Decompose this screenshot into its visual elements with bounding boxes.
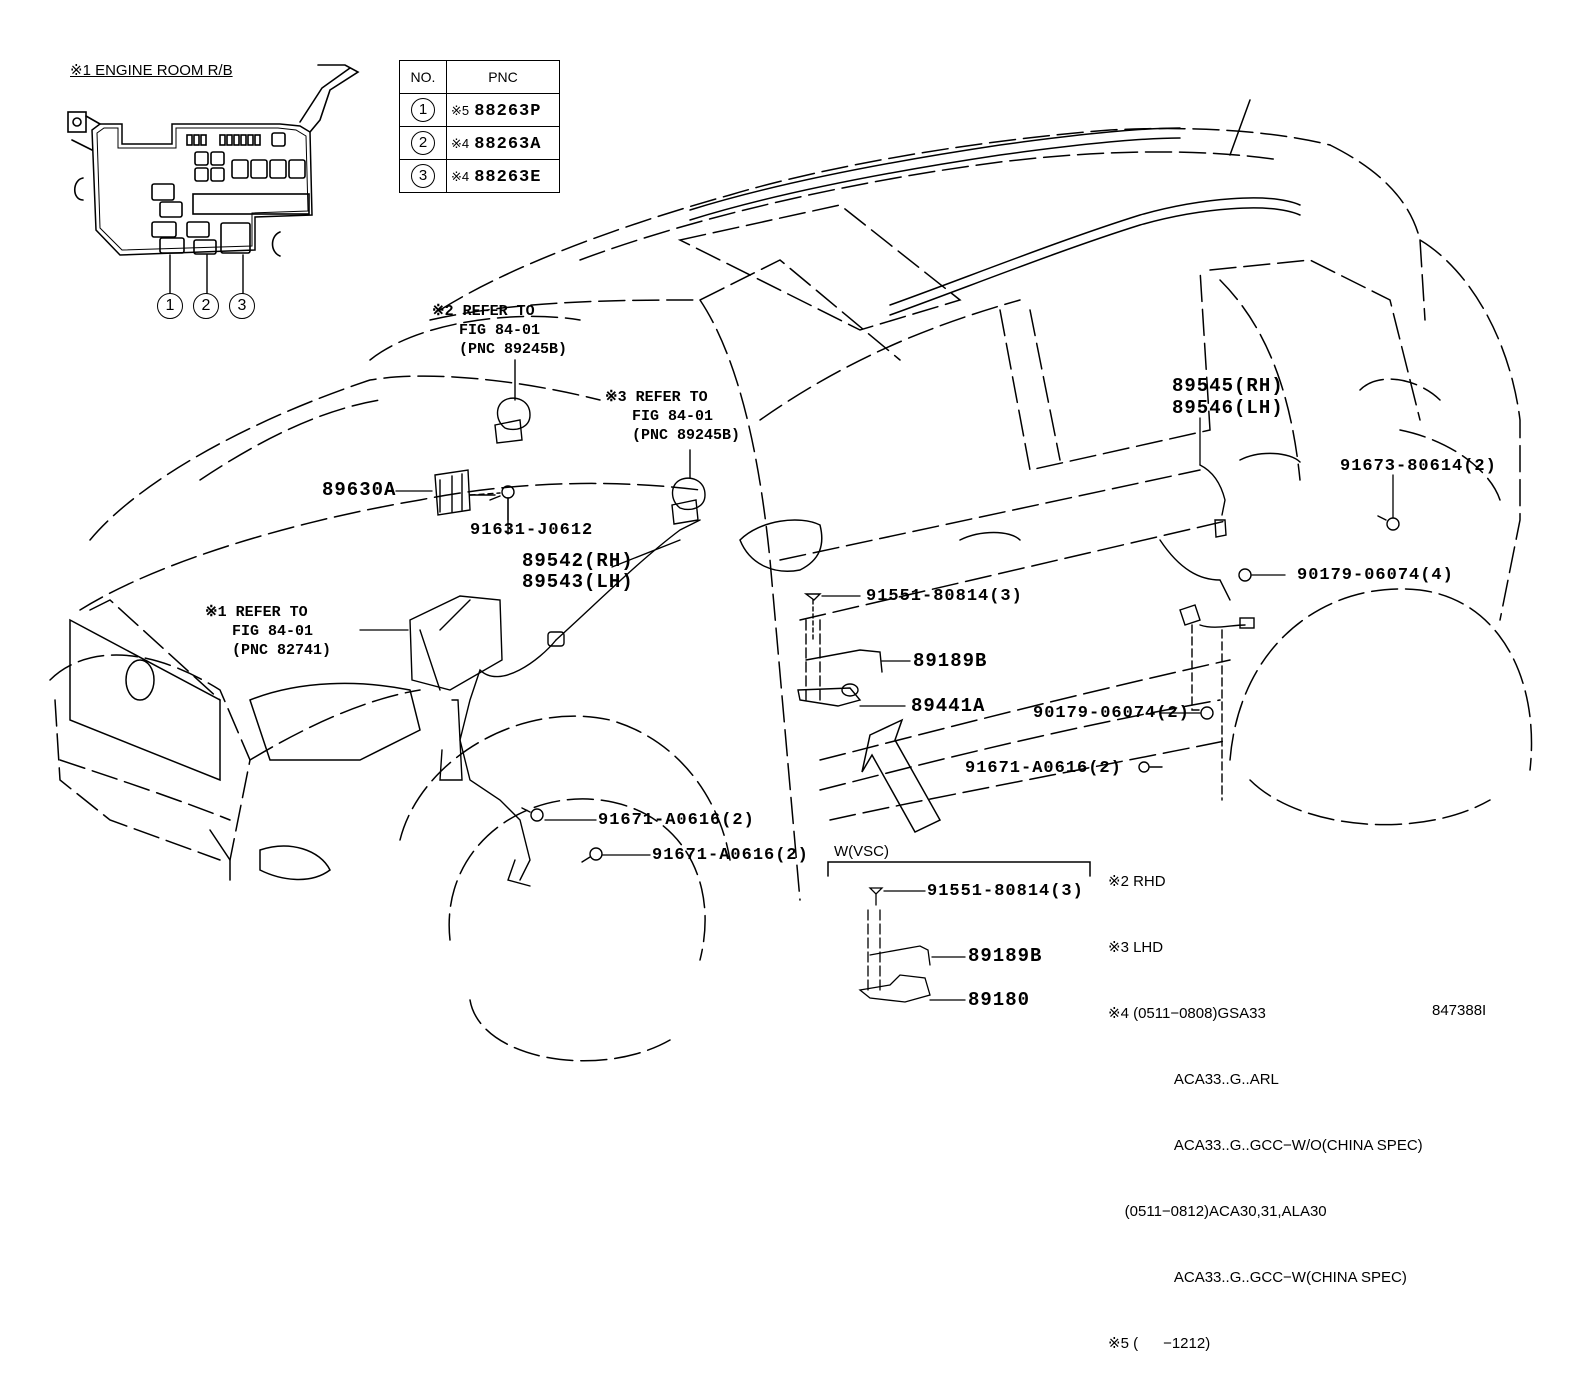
footnote-line: ※2 RHD [1108, 873, 1166, 890]
part-91673-80614[interactable]: 91673-80614(2) [1340, 457, 1497, 476]
vsc-inset-title: W(VSC) [834, 843, 889, 860]
vsc-part-89189B[interactable]: 89189B [968, 945, 1043, 967]
row-pnc[interactable]: 88263E [474, 167, 542, 187]
footnotes: ※2 RHD ※3 LHD ※4 (0511−0808)GSA33 ACA33.… [1108, 827, 1423, 1377]
callout-3: 3 [229, 293, 255, 319]
part-90179-06074-4[interactable]: 90179-06074(4) [1297, 566, 1454, 585]
footnote-line: (0511−0812)ACA30,31,ALA30 [1108, 1203, 1327, 1220]
part-89189B[interactable]: 89189B [913, 650, 988, 672]
footnote-line: ※3 LHD [1108, 939, 1164, 956]
components [409, 359, 1400, 887]
engine-room-rb-title: ※1 ENGINE ROOM R/B [70, 62, 233, 79]
callout-2: 2 [193, 293, 219, 319]
figure-id: 847388I [1432, 1002, 1487, 1019]
vsc-part-89180[interactable]: 89180 [968, 989, 1031, 1011]
part-91631-J0612[interactable]: 91631-J0612 [470, 521, 594, 540]
row-mark: ※4 [451, 168, 470, 184]
part-91671-A0616-front-b[interactable]: 91671-A0616(2) [652, 846, 809, 865]
row-mark: ※5 [451, 102, 470, 118]
row-number: 3 [411, 164, 435, 188]
row-number: 1 [411, 98, 435, 122]
part-91671-A0616-rear[interactable]: 91671-A0616(2) [965, 759, 1122, 778]
footnote-line: ACA33..G..GCC−W/O(CHINA SPEC) [1108, 1137, 1423, 1154]
part-89542-rh[interactable]: 89542(RH) [522, 550, 634, 572]
part-90179-06074-2[interactable]: 90179-06074(2) [1033, 704, 1190, 723]
footnote-line: ACA33..G..GCC−W(CHINA SPEC) [1108, 1269, 1407, 1286]
row-number: 2 [411, 131, 435, 155]
reference-note-1: ※1 REFER TO FIG 84-01 (PNC 82741) [205, 604, 332, 659]
pnc-table: NO. PNC 1 ※5 88263P 2 ※4 88263A 3 ※4 882… [399, 60, 560, 193]
vsc-part-91551-80814[interactable]: 91551-80814(3) [927, 882, 1084, 901]
footnote-line: ACA33..G..ARL [1108, 1071, 1279, 1088]
pnc-table-header: NO. PNC [399, 60, 560, 94]
part-89630A[interactable]: 89630A [322, 479, 397, 501]
vehicle-body [49, 99, 1533, 1062]
callout-1: 1 [157, 293, 183, 319]
part-89441A[interactable]: 89441A [911, 695, 986, 717]
vehicle-line-drawing [49, 64, 1533, 1062]
leader-lines [359, 417, 1394, 1003]
part-89546-lh[interactable]: 89546(LH) [1172, 397, 1284, 419]
footnote-line: ※4 (0511−0808)GSA33 [1108, 1005, 1266, 1022]
part-91551-80814[interactable]: 91551-80814(3) [866, 587, 1023, 606]
row-pnc[interactable]: 88263A [474, 134, 542, 154]
row-pnc[interactable]: 88263P [474, 101, 542, 121]
table-row: 3 ※4 88263E [399, 159, 560, 193]
header-pnc: PNC [446, 60, 560, 94]
part-91671-A0616-front-a[interactable]: 91671-A0616(2) [598, 811, 755, 830]
part-89543-lh[interactable]: 89543(LH) [522, 571, 634, 593]
reference-note-3: ※3 REFER TO FIG 84-01 (PNC 89245B) [605, 389, 741, 444]
reference-note-2: ※2 REFER TO FIG 84-01 (PNC 89245B) [432, 303, 568, 358]
table-row: 1 ※5 88263P [399, 93, 560, 127]
footnote-line: ※5 ( −1212) [1108, 1335, 1211, 1352]
engine-room-relay-block [67, 64, 360, 294]
row-mark: ※4 [451, 135, 470, 151]
header-no: NO. [399, 60, 447, 94]
table-row: 2 ※4 88263A [399, 126, 560, 160]
part-89545-rh[interactable]: 89545(RH) [1172, 375, 1284, 397]
